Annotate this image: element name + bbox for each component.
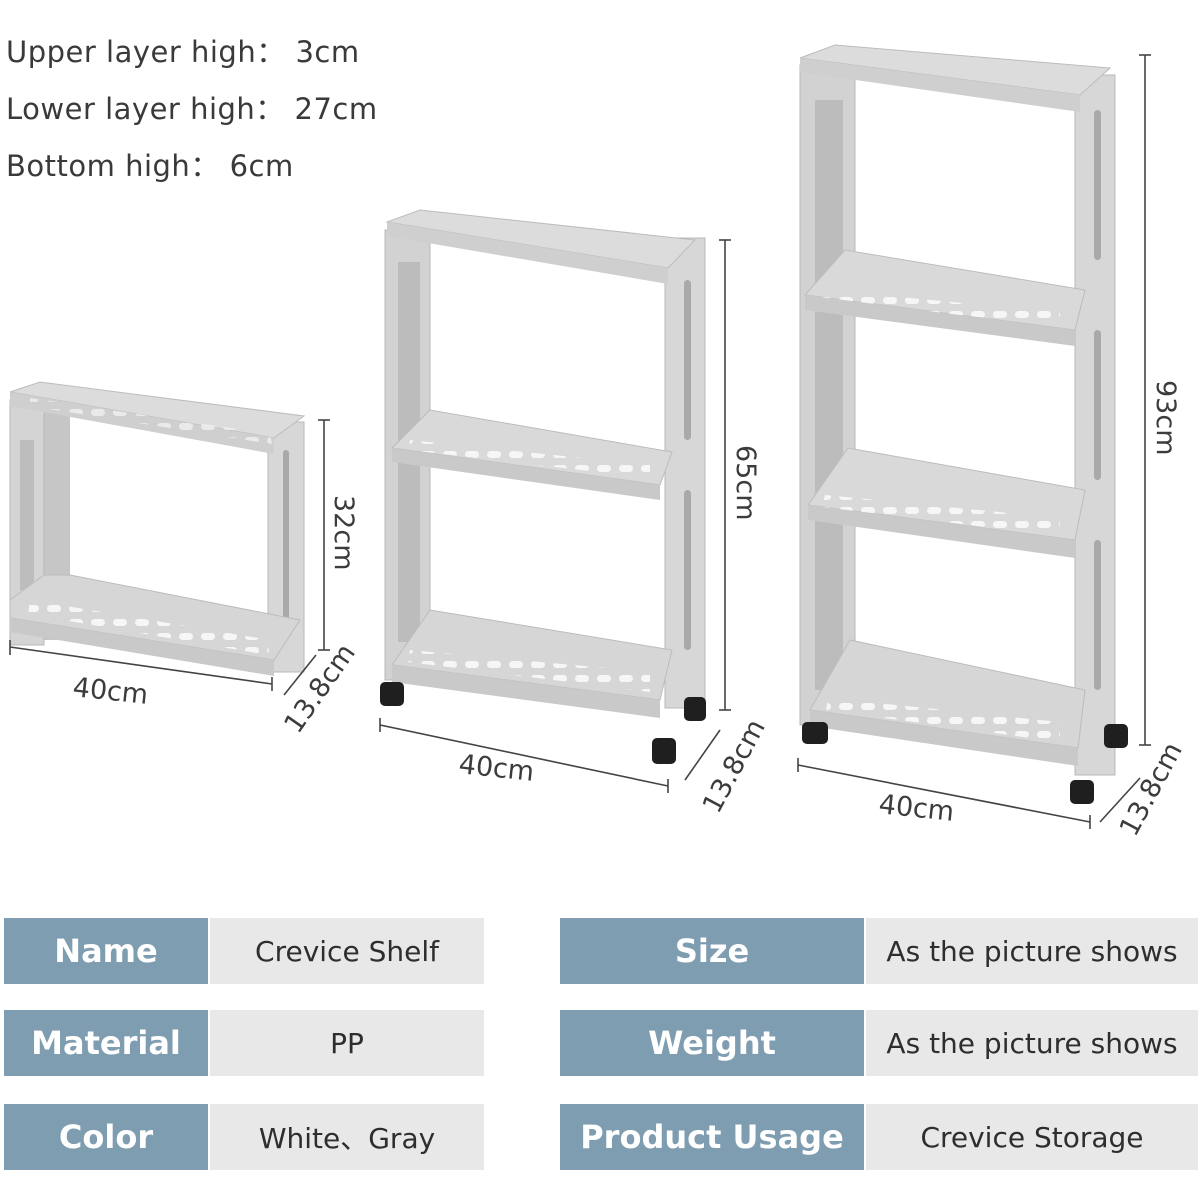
- wheel-icon: [1070, 780, 1094, 804]
- spec-key-color: Color: [4, 1104, 208, 1170]
- shelf-2-depth-label: 13.8cm: [697, 714, 772, 818]
- wheel-icon: [684, 697, 706, 721]
- layer-heights: Upper layer high： 3cm Lower layer high： …: [6, 24, 378, 195]
- product-illustration: 32cm 40cm 13.8cm 65cm 40cm 13.8cm 93cm 4…: [9, 44, 1189, 841]
- shelf-1-height-label: 32cm: [328, 495, 359, 571]
- shelf-3-width-label: 40cm: [877, 789, 955, 828]
- spec-key-size: Size: [560, 918, 864, 984]
- spec-key-name: Name: [4, 918, 208, 984]
- wheel-icon: [652, 738, 676, 764]
- shelf-4-tier: [799, 44, 1128, 804]
- wheel-icon: [380, 682, 404, 706]
- shelf-2-height-label: 65cm: [730, 445, 761, 521]
- lower-layer-height: Lower layer high： 27cm: [6, 92, 378, 126]
- wheel-icon: [802, 722, 828, 744]
- spec-value-color: White、Gray: [210, 1104, 484, 1170]
- upper-layer-height: Upper layer high： 3cm: [6, 35, 360, 69]
- spec-key-material: Material: [4, 1010, 208, 1076]
- spec-key-weight: Weight: [560, 1010, 864, 1076]
- bottom-height: Bottom high： 6cm: [6, 149, 294, 183]
- shelf-3-depth-label: 13.8cm: [1114, 737, 1189, 841]
- shelf-1-width-label: 40cm: [71, 672, 149, 711]
- spec-value-material: PP: [210, 1010, 484, 1076]
- shelf-2-width-label: 40cm: [457, 749, 535, 788]
- spec-value-size: As the picture shows: [866, 918, 1198, 984]
- shelf-2-tier: [9, 381, 306, 676]
- shelf-3-height-label: 93cm: [1150, 380, 1181, 456]
- spec-key-product-usage: Product Usage: [560, 1104, 864, 1170]
- dimension-lines: [9, 54, 1151, 829]
- wheel-icon: [1104, 724, 1128, 748]
- spec-value-name: Crevice Shelf: [210, 918, 484, 984]
- shelf-3-tier: [380, 209, 706, 764]
- spec-value-weight: As the picture shows: [866, 1010, 1198, 1076]
- spec-value-product-usage: Crevice Storage: [866, 1104, 1198, 1170]
